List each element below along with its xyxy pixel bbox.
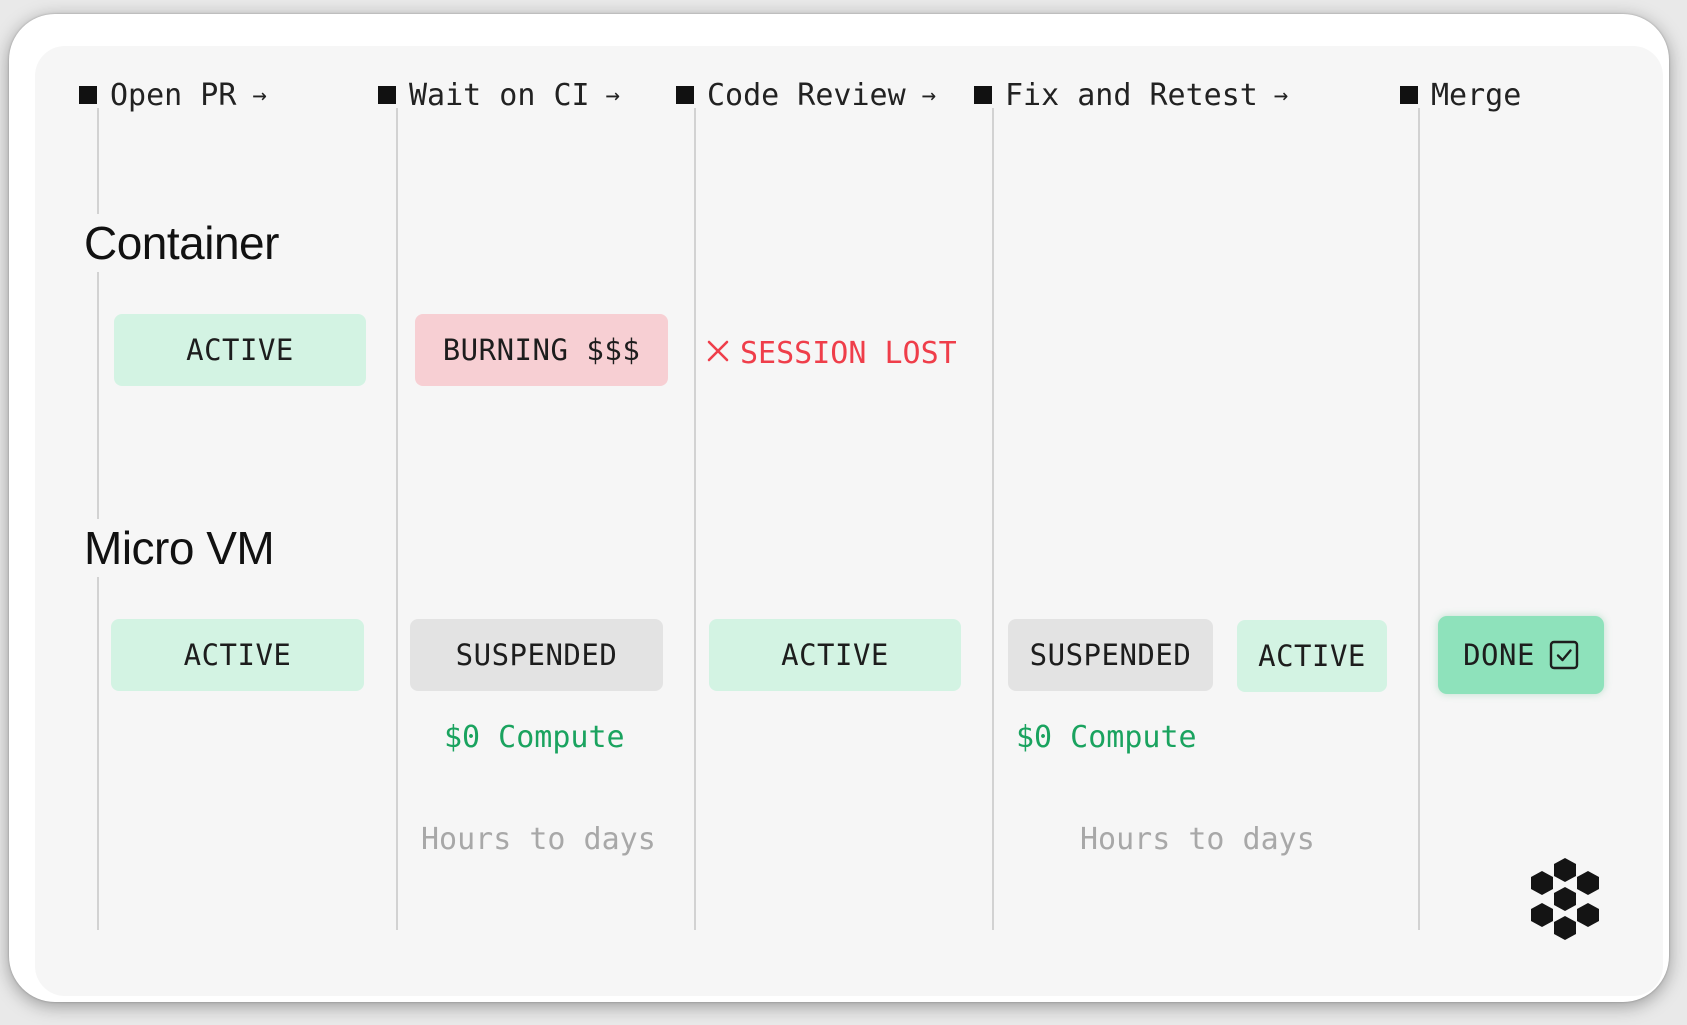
timeline-line-fix-retest [992, 108, 994, 930]
done-label: DONE [1463, 638, 1535, 672]
stage-marker [676, 86, 694, 104]
x-icon [706, 336, 740, 371]
microvm-wait-ci-status: SUSPENDED [410, 619, 663, 691]
container-open-pr-status: ACTIVE [114, 314, 366, 386]
stage-marker [1400, 86, 1418, 104]
stage-code-review: Code Review → [676, 74, 936, 116]
session-lost-label: SESSION LOST [740, 335, 957, 371]
arrow-right-icon: → [605, 81, 621, 109]
stage-label: Fix and Retest [1005, 77, 1258, 113]
arrow-right-icon: → [252, 81, 267, 109]
stage-label: Open PR [110, 77, 237, 113]
stage-fix-and-retest: Fix and Retest → [974, 74, 1288, 116]
checkbox-icon [1549, 640, 1579, 670]
wait-ci-cost: $0 Compute [444, 720, 625, 755]
timeline-line-code-review [694, 108, 696, 930]
arrow-right-icon: → [1273, 81, 1289, 109]
microvm-fix-suspended-status: SUSPENDED [1008, 619, 1213, 691]
wait-ci-duration: Hours to days [421, 822, 656, 857]
timeline-line-merge [1418, 108, 1420, 930]
microvm-merge-done-status: DONE [1438, 616, 1604, 694]
diagram-card [9, 14, 1669, 1002]
stage-label: Wait on CI [409, 77, 590, 113]
stage-marker [378, 86, 396, 104]
microvm-open-pr-status: ACTIVE [111, 619, 364, 691]
arrow-right-icon: → [921, 81, 937, 109]
stage-merge: Merge [1400, 74, 1521, 116]
microvm-fix-active-status: ACTIVE [1237, 620, 1387, 692]
stage-marker [79, 86, 97, 104]
container-code-review-status: SESSION LOST [706, 333, 957, 373]
stage-label: Code Review [707, 77, 906, 113]
row-label-container: Container [84, 214, 279, 272]
timeline-line-wait-ci [396, 108, 398, 930]
row-label-micro-vm: Micro VM [84, 519, 275, 577]
stage-open-pr: Open PR → [79, 74, 267, 116]
stage-marker [974, 86, 992, 104]
diagram-panel [35, 46, 1663, 996]
stage-label: Merge [1431, 77, 1522, 113]
container-wait-ci-status: BURNING $$$ [415, 314, 668, 386]
microvm-code-review-status: ACTIVE [709, 619, 961, 691]
fix-cost: $0 Compute [1016, 720, 1197, 755]
stage-wait-on-ci: Wait on CI → [378, 74, 620, 116]
hexagon-cluster-logo-icon [1527, 858, 1603, 944]
fix-duration: Hours to days [1080, 822, 1315, 857]
